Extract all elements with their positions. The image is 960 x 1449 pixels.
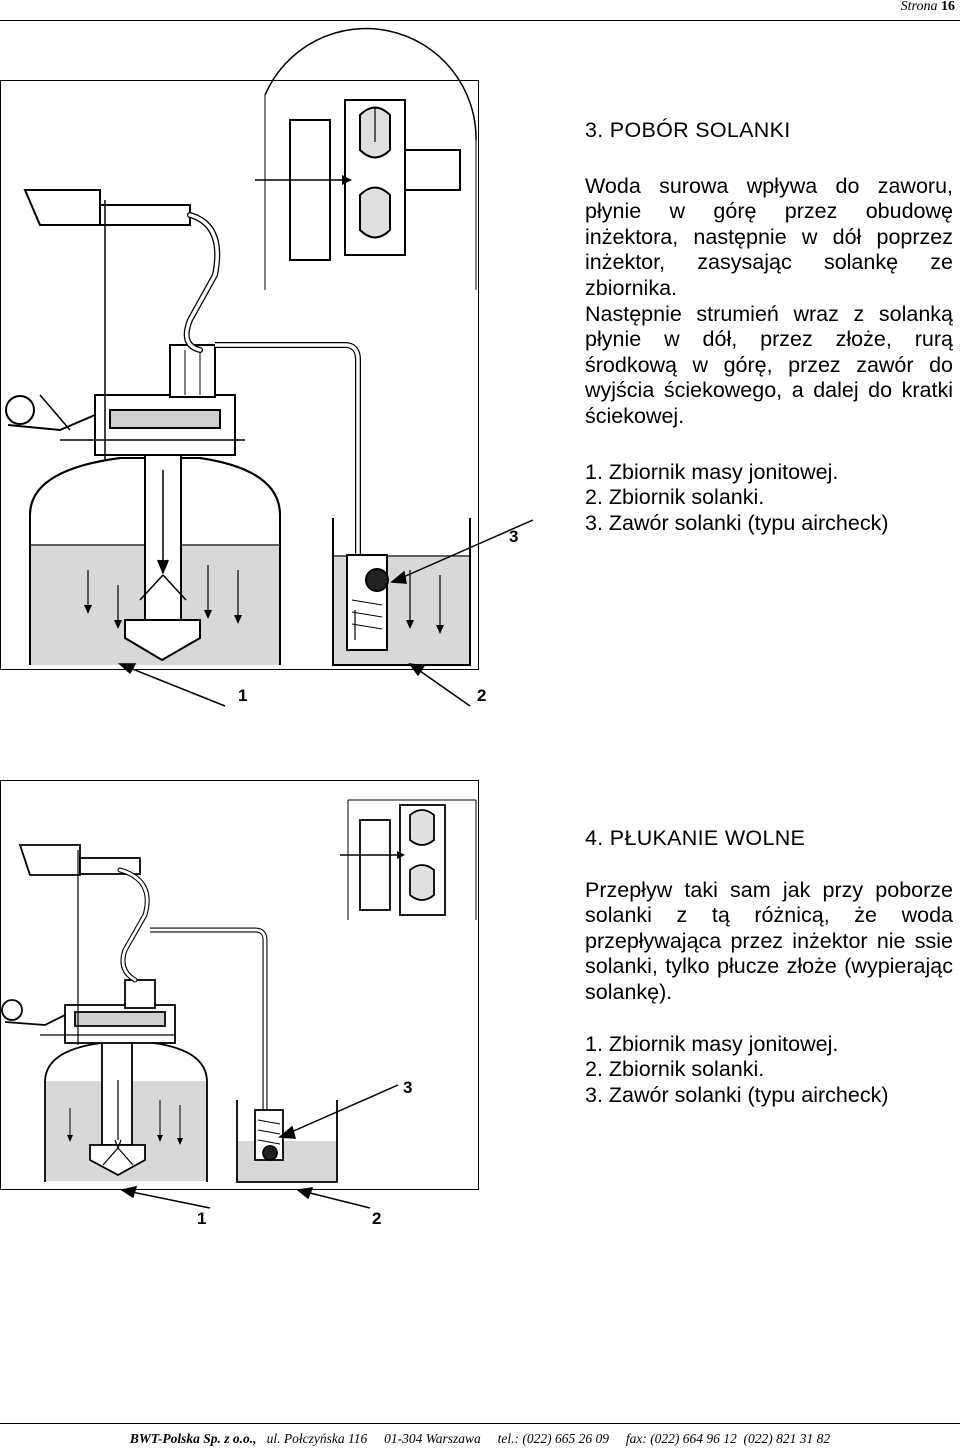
callout-resin-tank: 1 [238, 686, 248, 705]
legend-list: 1. Zbiornik masy jonitowej. 2. Zbiornik … [585, 460, 953, 537]
callout-brine-tank: 2 [477, 686, 487, 705]
section-title: 4. PŁUKANIE WOLNE [585, 826, 806, 850]
panel-slow-rinse-frame [0, 780, 479, 1190]
legend-item: 1. Zbiornik masy jonitowej. [585, 459, 839, 484]
callout-brine-tank: 2 [372, 1209, 382, 1228]
footer-phone: tel.: (022) 665 26 09 [497, 1431, 609, 1446]
section-title: 3. POBÓR SOLANKI [585, 118, 791, 142]
panel-brine-draw-text: 3. POBÓR SOLANKI Woda surowa wpływa do z… [585, 118, 953, 536]
legend-item: 2. Zbiornik solanki. [585, 1057, 765, 1082]
footer-contact: BWT-Polska Sp. z o.o., ul. Połczyńska 11… [0, 1431, 960, 1447]
legend-list: 1. Zbiornik masy jonitowej. 2. Zbiornik … [585, 1032, 953, 1109]
paragraph: Woda surowa wpływa do zaworu, płynie w g… [585, 173, 953, 300]
page-number: Strona 16 [900, 0, 955, 14]
callout-aircheck-valve: 3 [509, 527, 519, 546]
callout-aircheck-valve: 3 [403, 1078, 413, 1097]
panel-slow-rinse-text: 4. PŁUKANIE WOLNE Przepływ taki sam jak … [585, 826, 953, 1108]
legend-item: 2. Zbiornik solanki. [585, 485, 765, 510]
legend-item: 1. Zbiornik masy jonitowej. [585, 1031, 839, 1056]
callout-resin-tank: 1 [197, 1209, 207, 1228]
header-rule [0, 20, 960, 21]
legend-item: 3. Zawór solanki (typu aircheck) [585, 1082, 889, 1107]
footer-address: ul. Połczyńska 116 01-304 Warszawa [266, 1431, 481, 1446]
footer-fax: fax: (022) 664 96 12 (022) 821 31 82 [625, 1431, 831, 1446]
footer-rule [0, 1423, 960, 1424]
legend-item: 3. Zawór solanki (typu aircheck) [585, 510, 889, 535]
paragraph: Następnie strumień wraz z solanką płynie… [585, 301, 953, 428]
footer-company: BWT-Polska Sp. z o.o., [129, 1431, 257, 1446]
panel-brine-draw-frame [0, 80, 479, 670]
paragraph: Przepływ taki sam jak przy poborze solan… [585, 877, 953, 1004]
